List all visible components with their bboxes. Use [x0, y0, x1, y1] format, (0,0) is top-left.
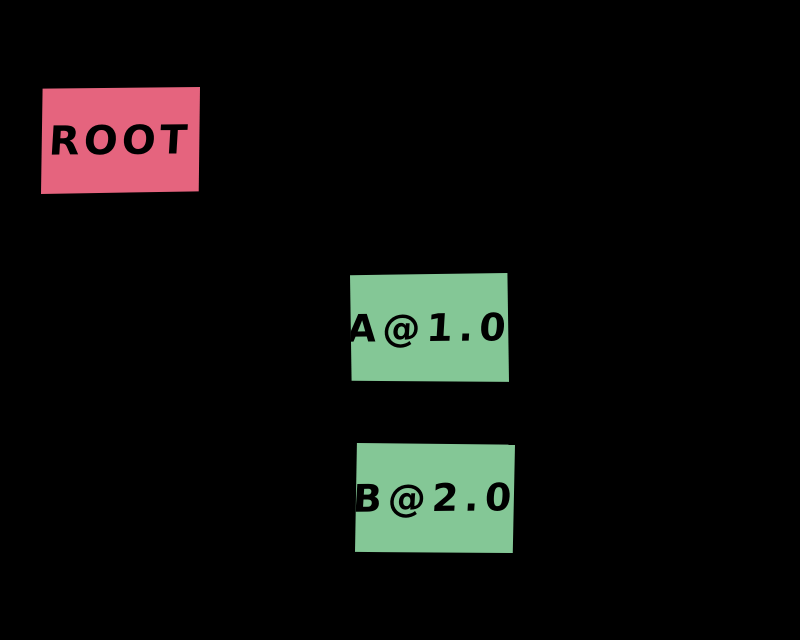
node-b-2-0-label: B@2.0 — [351, 475, 519, 521]
node-root: ROOT — [41, 87, 200, 194]
node-b-2-0: B@2.0 — [355, 443, 515, 553]
node-root-label: ROOT — [48, 116, 193, 165]
node-a-1-0: A@1.0 — [350, 273, 509, 382]
node-a-1-0-label: A@1.0 — [345, 305, 514, 351]
